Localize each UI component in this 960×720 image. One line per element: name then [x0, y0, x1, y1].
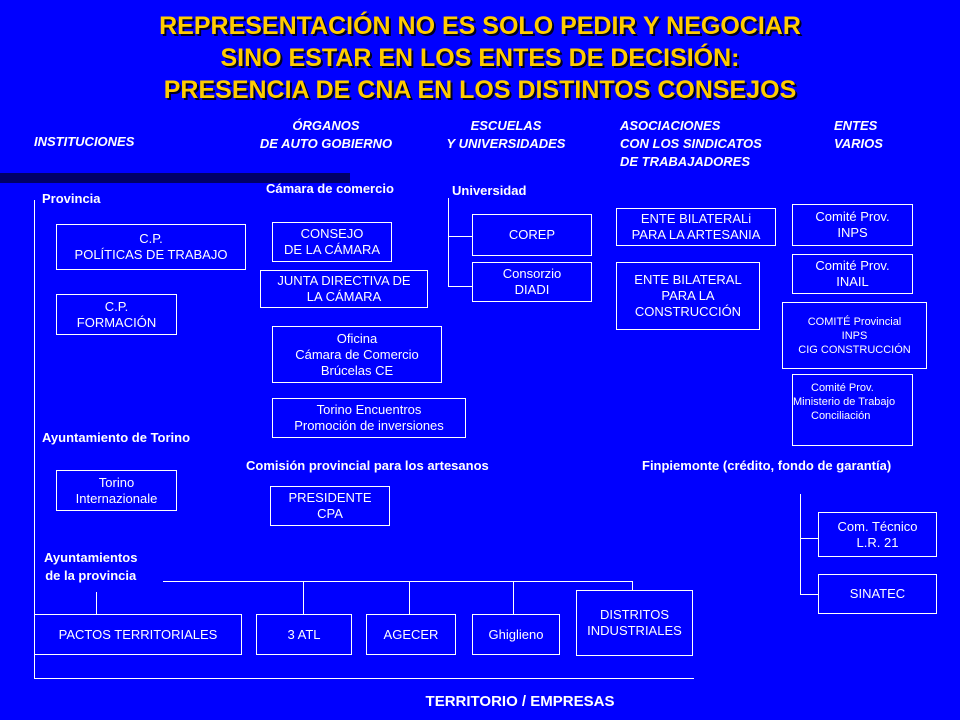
box-ghiglieno: Ghiglieno — [472, 614, 560, 655]
label-camara-comercio: Cámara de comercio — [266, 181, 394, 196]
universidad-vertical-line — [448, 198, 449, 286]
label-finpiemonte: Finpiemonte (crédito, fondo de garantía) — [642, 458, 892, 473]
box-cp-formacion: C.P.FORMACIÓN — [56, 294, 177, 335]
box-3-atl: 3 ATL — [256, 614, 352, 655]
box-cp-politicas-trabajo: C.P.POLÍTICAS DE TRABAJO — [56, 224, 246, 270]
header-instituciones: INSTITUCIONES — [34, 134, 135, 149]
box-agecer: AGECER — [366, 614, 456, 655]
box-pactos-territoriales: PACTOS TERRITORIALES — [34, 614, 242, 655]
sinatec-connector — [800, 594, 818, 595]
agecer-connector — [409, 581, 410, 614]
corep-connector — [448, 236, 472, 237]
distritos-connector — [632, 581, 633, 590]
slide-title-line2: SINO ESTAR EN LOS ENTES DE DECISIÓN: — [220, 44, 740, 72]
box-comite-prov-inps: Comité Prov.INPS — [792, 204, 913, 246]
finpiemonte-vertical-line — [800, 494, 801, 594]
box-corep: COREP — [472, 214, 592, 256]
label-provincia: Provincia — [42, 191, 101, 206]
slide-title-line1: REPRESENTACIÓN NO ES SOLO PEDIR Y NEGOCI… — [159, 12, 801, 40]
label-ayuntamiento-torino: Ayuntamiento de Torino — [42, 430, 191, 445]
atl-connector — [303, 581, 304, 614]
label-comision-artesanos: Comisión provincial para los artesanos — [246, 458, 489, 473]
com-tecnico-connector — [800, 538, 818, 539]
pactos-connector — [96, 592, 97, 614]
box-sinatec: SINATEC — [818, 574, 937, 614]
ayuntamientos-horizontal-line — [163, 581, 633, 582]
slide-title-line3: PRESENCIA DE CNA EN LOS DISTINTOS CONSEJ… — [163, 76, 797, 104]
left-vertical-line — [34, 200, 35, 678]
label-territorio-empresas: TERRITORIO / EMPRESAS — [425, 693, 615, 710]
box-comite-prov-inail: Comité Prov.INAIL — [792, 254, 913, 294]
bottom-horizontal-line — [34, 678, 694, 679]
label-universidad: Universidad — [452, 183, 527, 198]
ghiglieno-connector — [513, 581, 514, 614]
header-divider-band — [0, 173, 350, 183]
consorzio-connector — [448, 286, 472, 287]
